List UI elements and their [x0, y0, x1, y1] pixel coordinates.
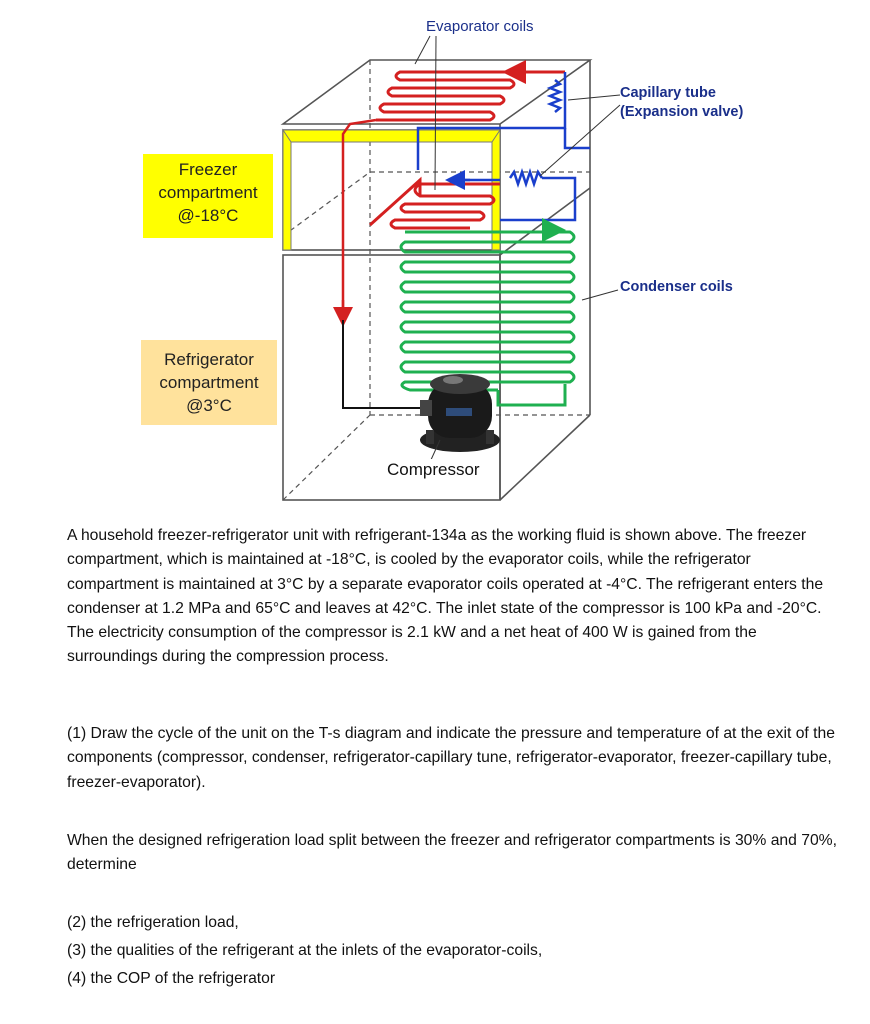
problem-description: A household freezer-refrigerator unit wi…: [67, 527, 824, 666]
compressor-unit: [420, 374, 500, 452]
evaporator-coils-label: Evaporator coils: [426, 18, 534, 35]
capillary-label-line-2: (Expansion valve): [620, 104, 744, 120]
freezer-label-line-1: Freezer: [178, 160, 238, 179]
refrigerator-diagram: Freezer compartment @-18°C Refrigerator …: [0, 0, 870, 510]
refrigerant-return-line: [333, 118, 377, 327]
freezer-compartment-label: Freezer compartment @-18°C: [143, 154, 273, 238]
condenser-coils-label: Condenser coils: [620, 279, 733, 295]
refrigerator-label-line-2: compartment: [159, 373, 259, 392]
refrigerator-compartment-label: Refrigerator compartment @3°C: [141, 340, 277, 425]
compressor-label: Compressor: [384, 459, 483, 480]
question-2: (2) the refrigeration load,: [67, 914, 239, 931]
capillary-tube-label: Capillary tube (Expansion valve): [620, 84, 743, 122]
freezer-shelf: [282, 129, 501, 143]
freezer-label-line-3: @-18°C: [177, 206, 239, 225]
load-split-statement: When the designed refrigeration load spl…: [67, 832, 837, 874]
question-4: (4) the COP of the refrigerator: [67, 970, 276, 987]
freezer-shelf-left: [282, 128, 292, 251]
capillary-tubes: [416, 72, 590, 222]
capillary-label-line-1: Capillary tube: [620, 85, 716, 101]
question-1: (1) Draw the cycle of the unit on the T-…: [67, 725, 835, 791]
diagram-svg: [280, 35, 621, 501]
question-3: (3) the qualities of the refrigerant at …: [67, 942, 543, 959]
freezer-evaporator-coil: [368, 176, 500, 230]
condenser-coil: [399, 218, 576, 407]
suction-line: [342, 320, 430, 409]
freezer-shelf-side: [491, 128, 501, 251]
refrigerator-label-line-3: @3°C: [186, 396, 232, 415]
leader-lines: [414, 35, 621, 463]
freezer-label-line-2: compartment: [158, 183, 258, 202]
refrigerator-label-line-1: Refrigerator: [164, 350, 254, 369]
top-evaporator-coil: [376, 60, 565, 122]
